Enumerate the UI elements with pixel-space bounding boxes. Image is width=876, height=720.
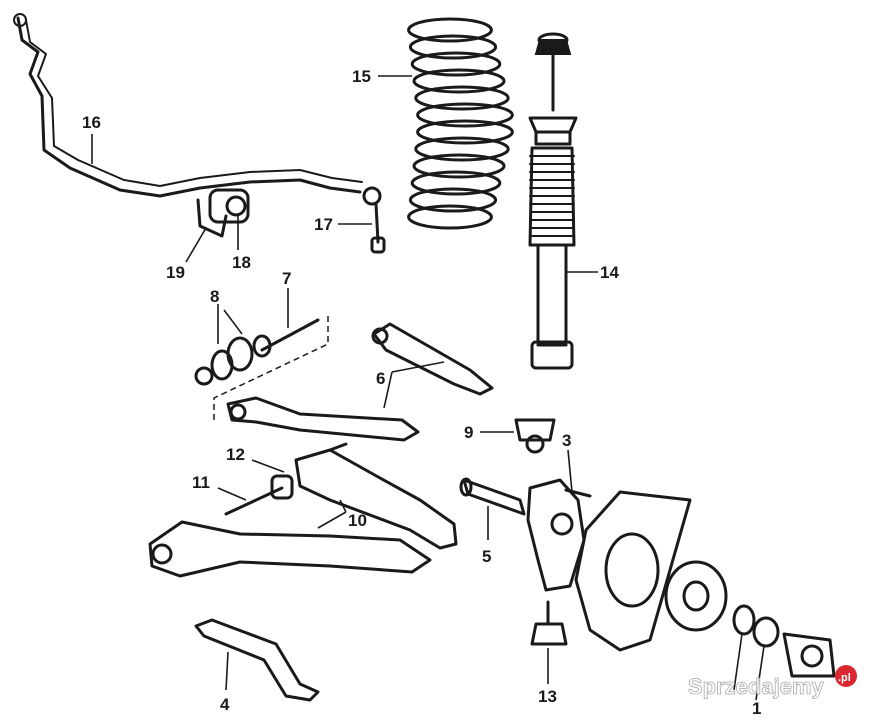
callout-13: 13 [538, 687, 557, 706]
shock-absorber [528, 32, 578, 370]
coil-spring [407, 17, 514, 230]
lower-control-arm [148, 442, 458, 578]
spring-coil [412, 68, 506, 94]
brake-rotor [574, 490, 728, 652]
callout-labels: 16 18 19 17 15 14 7 8 6 9 3 12 11 10 5 1… [82, 67, 761, 718]
callout-14: 14 [600, 263, 619, 282]
watermark-badge: .pl [838, 672, 851, 684]
stabilizer-link [362, 186, 386, 254]
spring-coil [407, 17, 493, 43]
callout-7: 7 [282, 269, 291, 288]
spring-coil [414, 85, 510, 111]
spring-coil [410, 170, 502, 196]
strut-rod [194, 618, 320, 702]
callout-18: 18 [232, 253, 251, 272]
lower-ball-joint [530, 600, 568, 646]
callout-9: 9 [464, 423, 473, 442]
stabilizer-bushing [196, 188, 250, 238]
callout-8: 8 [210, 287, 219, 306]
spring-coil [416, 119, 514, 145]
callout-1: 1 [752, 699, 761, 718]
assembly-guide [213, 316, 329, 420]
callout-15: 15 [352, 67, 371, 86]
callout-19: 19 [166, 263, 185, 282]
callout-3: 3 [562, 431, 571, 450]
spring-coil [412, 153, 506, 179]
spring-coil [416, 102, 514, 128]
callout-11: 11 [192, 473, 210, 492]
callout-10: 10 [348, 511, 367, 530]
stabilizer-bar [13, 13, 363, 198]
bushing-sleeve [459, 477, 526, 516]
upper-control-arm [226, 322, 494, 442]
wheel-bearings [732, 604, 836, 678]
watermark: Sprzedajemy .pl [688, 665, 857, 699]
callout-6: 6 [376, 369, 385, 388]
control-arm-bolt [194, 318, 320, 386]
spring-coil [414, 136, 510, 162]
steering-knuckle [526, 478, 592, 592]
spring-coil [407, 204, 493, 230]
watermark-text: Sprzedajemy [688, 674, 824, 699]
watermark-badge-icon [835, 665, 857, 687]
callout-5: 5 [482, 547, 491, 566]
spring-coil [408, 187, 498, 213]
leader-lines [91, 75, 765, 701]
callout-4: 4 [220, 695, 230, 714]
callout-17: 17 [314, 215, 333, 234]
callout-12: 12 [226, 445, 245, 464]
upper-ball-joint [514, 418, 556, 454]
spring-coil [410, 51, 502, 77]
spring-coil [408, 34, 498, 60]
callout-16: 16 [82, 113, 101, 132]
